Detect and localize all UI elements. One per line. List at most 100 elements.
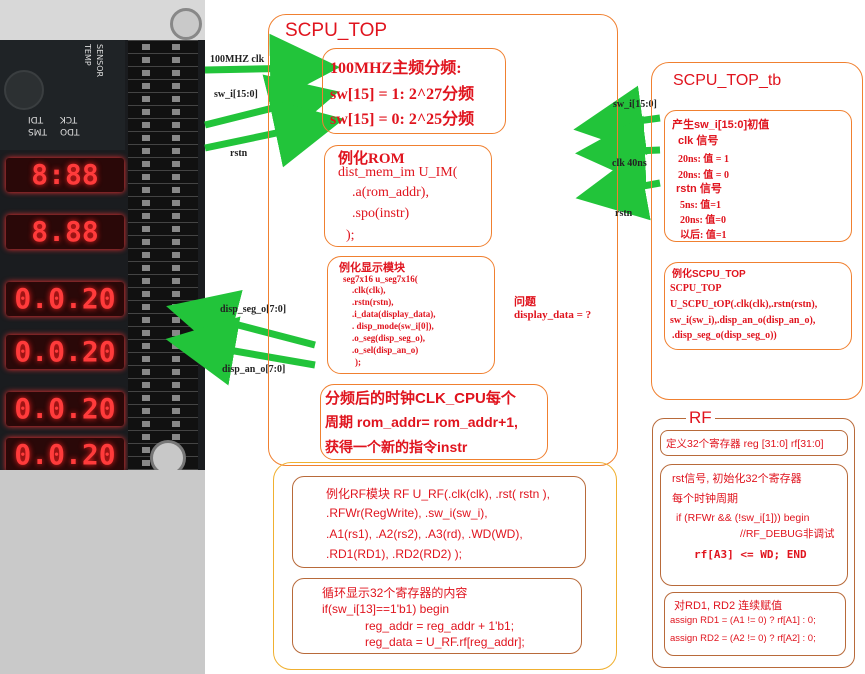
seg-line: .clk(clk), bbox=[352, 285, 386, 295]
header-pin bbox=[128, 79, 198, 92]
seg-inst-box bbox=[327, 256, 495, 374]
question-text: display_data = ? bbox=[514, 309, 592, 321]
header-pin bbox=[128, 157, 198, 170]
seg-line: .i_data(display_data), bbox=[352, 309, 436, 319]
screw-icon bbox=[170, 8, 202, 40]
header-pin bbox=[128, 391, 198, 404]
rom-inst-box bbox=[324, 145, 492, 247]
seven-seg-display-row: 0.0.20 bbox=[6, 392, 124, 426]
rf-rst-line: //RF_DEBUG非调试 bbox=[740, 528, 835, 540]
rf-def-box bbox=[660, 430, 848, 456]
tb-inst-line: U_SCPU_tOP(.clk(clk),.rstn(rstn), bbox=[670, 299, 818, 310]
tb-init-line: 20ns: 值=0 bbox=[680, 215, 726, 226]
tb-inst-box bbox=[664, 262, 852, 350]
arrow-disp-an bbox=[165, 316, 316, 386]
seven-seg-digit: 0.0.20 bbox=[6, 335, 124, 369]
board-bottom-edge bbox=[0, 470, 205, 674]
header-pin bbox=[128, 196, 198, 209]
header-pin bbox=[128, 417, 198, 430]
question-title: 问题 bbox=[514, 296, 536, 308]
rf-inst-line: 例化RF模块 RF U_RF(.clk(clk), .rst( rstn ), bbox=[326, 487, 550, 501]
tb-init-line: 20ns: 值 = 0 bbox=[678, 170, 729, 181]
signal-label-disp-an: disp_an_o[7:0] bbox=[222, 364, 286, 375]
seg-line: .o_sel(disp_an_o) bbox=[352, 345, 419, 355]
header-pin bbox=[128, 261, 198, 274]
tb-inst-line: 例化SCPU_TOP bbox=[672, 269, 746, 280]
header-pin bbox=[128, 170, 198, 183]
rf-def-text: 定义32个寄存器 reg [31:0] rf[31:0] bbox=[666, 438, 824, 450]
seg-title: 例化显示模块 bbox=[339, 262, 405, 274]
tb-init-line: 产生sw_i[15:0]初值 bbox=[672, 119, 770, 131]
header-pin bbox=[128, 222, 198, 235]
seven-seg-digit: 0.0.20 bbox=[6, 438, 124, 472]
loop-title: 循环显示32个寄存器的内容 bbox=[322, 586, 468, 600]
clkcpu-line-2: 周期 rom_addr= rom_addr+1, bbox=[325, 414, 518, 430]
header-pin bbox=[128, 92, 198, 105]
rom-title: 例化ROM bbox=[338, 151, 405, 167]
seg-line: .o_seg(disp_seg_o), bbox=[352, 333, 426, 343]
header-pin bbox=[128, 105, 198, 118]
tb-inst-line: sw_i(sw_i),.disp_an_o(disp_an_o), bbox=[670, 315, 816, 326]
freq-line-1: 100MHZ主频分频: bbox=[330, 60, 462, 77]
tb-init-line: clk 信号 bbox=[678, 135, 719, 147]
seven-seg-display-row: 0.0.20 bbox=[6, 335, 124, 369]
seven-seg-digit: 0.0.20 bbox=[6, 392, 124, 426]
seven-seg-display-row: 8.88 bbox=[6, 215, 124, 249]
signal-label-clk: 100MHZ clk bbox=[210, 54, 265, 65]
header-pin bbox=[128, 40, 198, 53]
rf-assign-line: assign RD2 = (A2 != 0) ? rf[A2] : 0; bbox=[670, 633, 816, 644]
rf-rst-line: rst信号, 初始化32个寄存器 bbox=[672, 473, 802, 485]
loop-line: reg_addr = reg_addr + 1'b1; bbox=[365, 619, 515, 633]
seven-seg-digit: 8.88 bbox=[6, 215, 124, 249]
rf-title: RF bbox=[686, 408, 715, 428]
header-pin bbox=[128, 53, 198, 66]
header-pin bbox=[128, 248, 198, 261]
rf-inst-container bbox=[273, 462, 617, 670]
rf-inst-line: .A1(rs1), .A2(rs2), .A3(rd), .WD(WD), bbox=[326, 527, 523, 541]
header-pin bbox=[128, 274, 198, 287]
signal-label-disp-seg: disp_seg_o[7:0] bbox=[220, 304, 287, 315]
scpu-tb-box bbox=[651, 62, 863, 400]
tb-signal-rstn: rstn bbox=[615, 208, 633, 219]
tb-init-line: 5ns: 值=1 bbox=[680, 200, 721, 211]
tb-signal-clk: clk 40ns bbox=[612, 158, 647, 169]
arrow-rstn bbox=[204, 98, 345, 168]
rf-module-box bbox=[652, 418, 855, 668]
loop-line: reg_data = U_RF.rf[reg_addr]; bbox=[365, 635, 525, 649]
seg-line: .rstn(rstn), bbox=[352, 297, 394, 307]
rom-line-4: .spo(instr) bbox=[352, 206, 410, 221]
header-pin bbox=[128, 404, 198, 417]
clk-cpu-box bbox=[320, 384, 548, 460]
clkcpu-line-1: 分频后的时钟CLK_CPU每个 bbox=[325, 390, 516, 407]
seven-seg-display-row: 0.0.20 bbox=[6, 282, 124, 316]
seg-line: . disp_mode(sw_i[0]), bbox=[352, 321, 434, 331]
reg-loop-box bbox=[292, 578, 582, 654]
rom-line-3: .a(rom_addr), bbox=[352, 185, 429, 200]
freq-div-box bbox=[322, 48, 506, 134]
rf-inst-box bbox=[292, 476, 586, 568]
scpu-top-box bbox=[268, 14, 618, 466]
rf-assign-line: 对RD1, RD2 连续赋值 bbox=[674, 600, 783, 612]
tb-inst-line: .disp_seg_o(disp_seg_o)) bbox=[672, 330, 777, 341]
header-pin bbox=[128, 209, 198, 222]
header-pin bbox=[128, 66, 198, 79]
rf-assign-line: assign RD1 = (A1 != 0) ? rf[A1] : 0; bbox=[670, 615, 816, 626]
header-pin bbox=[128, 144, 198, 157]
seven-seg-digit: 0.0.20 bbox=[6, 282, 124, 316]
rf-inst-line: .RFWr(RegWrite), .sw_i(sw_i), bbox=[326, 506, 488, 520]
header-pin bbox=[128, 131, 198, 144]
seven-seg-digit: 8:88 bbox=[6, 158, 124, 192]
tb-inst-line: SCPU_TOP bbox=[670, 283, 722, 294]
scpu-tb-title: SCPU_TOP_tb bbox=[673, 72, 782, 89]
tb-signal-sw: sw_i[15:0] bbox=[613, 99, 657, 110]
seg-line: seg7x16 u_seg7x16( bbox=[343, 274, 418, 284]
sensor-icon bbox=[4, 70, 44, 110]
signal-label-rstn: rstn bbox=[230, 148, 248, 159]
header-pin bbox=[128, 183, 198, 196]
tb-init-line: 20ns: 值 = 1 bbox=[678, 154, 729, 165]
rf-rst-line: if (RFWr && (!sw_i[1])) begin bbox=[676, 512, 810, 524]
seg-line: ); bbox=[355, 357, 361, 367]
rf-inst-line: .RD1(RD1), .RD2(RD2) ); bbox=[326, 547, 463, 561]
board-chip-area: TEMP SENSOR TCK TDO TDI TMS bbox=[0, 40, 125, 150]
header-pin bbox=[128, 430, 198, 443]
